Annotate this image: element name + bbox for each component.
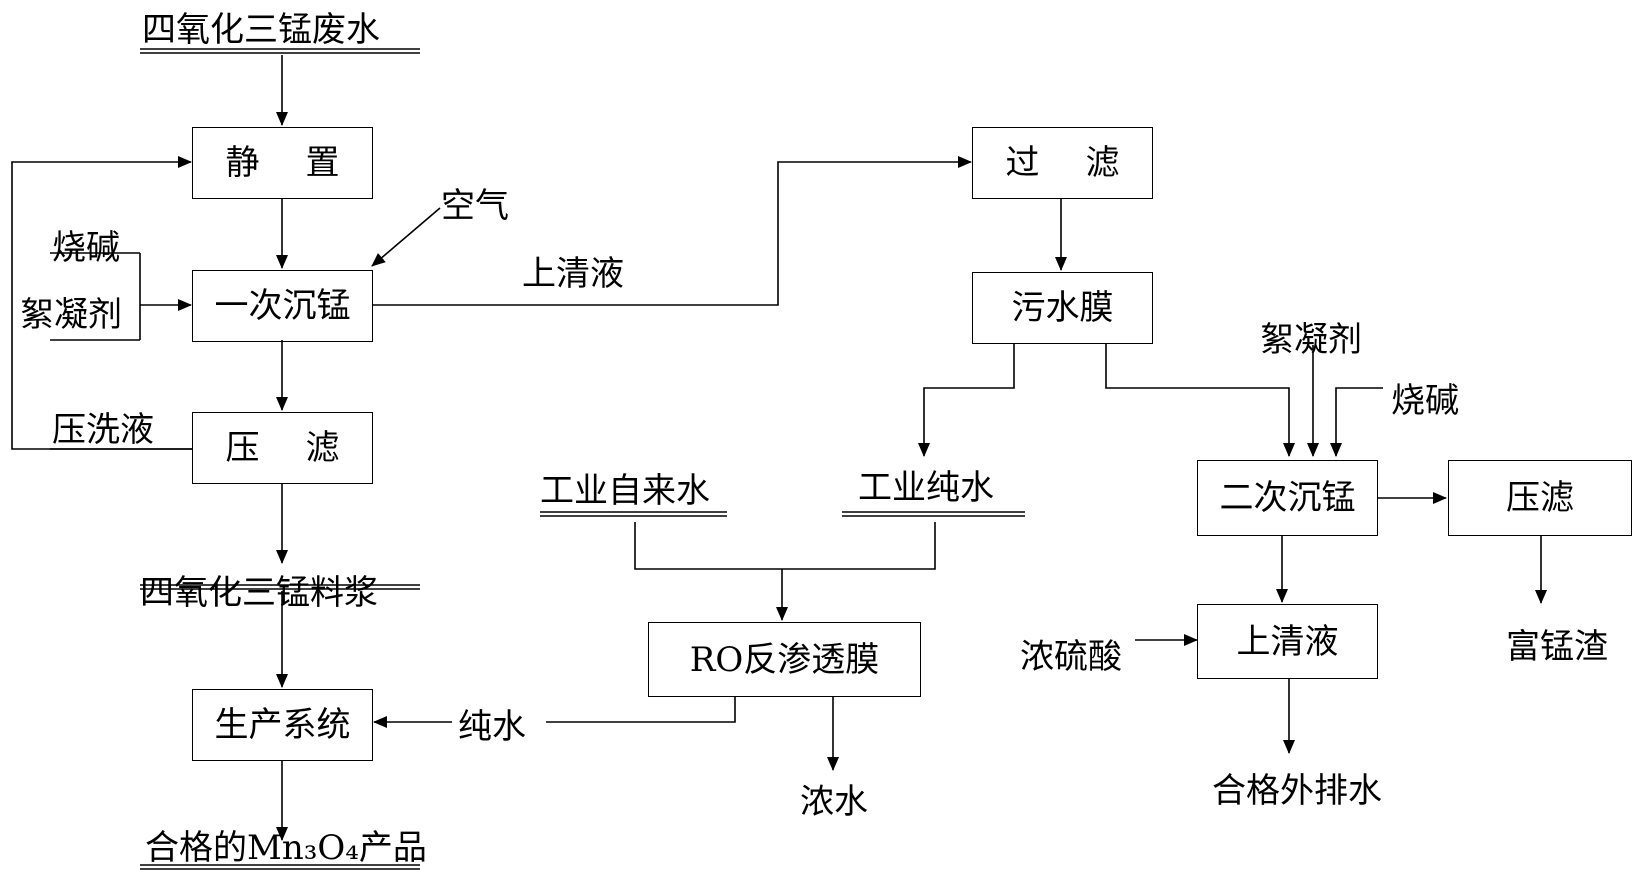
sewage-membrane-box: 污水膜 (972, 272, 1153, 344)
ro-membrane-box: RO反渗透膜 (648, 622, 921, 697)
production-system-box: 生产系统 (192, 689, 373, 761)
secondary-precip-box: 二次沉锰 (1197, 460, 1378, 536)
conc-sulfuric-acid-label: 浓硫酸 (1020, 637, 1122, 677)
primary-precip-box: 一次沉锰 (192, 270, 373, 342)
production-system-label: 生产系统 (214, 705, 351, 745)
flocculant-label: 絮凝剂 (20, 295, 122, 335)
caustic-soda-2-label: 烧碱 (1391, 381, 1459, 421)
filtration-box: 过滤 (972, 127, 1153, 199)
filtration-label-1: 过 (1005, 143, 1040, 183)
press-filter-2-label: 压滤 (1506, 478, 1574, 518)
press-filter-1-box: 压滤 (192, 412, 373, 484)
product-label: 合格的Mn₃O₄产品 (145, 828, 427, 868)
primary-precip-label: 一次沉锰 (214, 286, 351, 326)
sewage-membrane-label: 污水膜 (1011, 288, 1114, 328)
press-filter-1-label-1: 压 (225, 428, 260, 468)
mn-rich-residue-label: 富锰渣 (1506, 627, 1608, 667)
air-label: 空气 (441, 186, 509, 226)
industrial-pure-water-label: 工业纯水 (858, 468, 994, 508)
ro-membrane-label: RO反渗透膜 (689, 639, 880, 680)
caustic-soda-label: 烧碱 (52, 228, 120, 268)
concentrate-label: 浓水 (800, 782, 868, 822)
secondary-precip-label: 二次沉锰 (1219, 478, 1356, 518)
filtration-label-2: 滤 (1085, 143, 1120, 183)
qualified-discharge-label: 合格外排水 (1212, 771, 1382, 811)
standing-box: 静置 (192, 127, 373, 199)
industrial-tap-water-label: 工业自来水 (540, 471, 710, 511)
press-filter-1-label-2: 滤 (305, 428, 340, 468)
slurry-label: 四氧化三锰料浆 (140, 573, 378, 613)
pure-water-label: 纯水 (458, 707, 526, 747)
flocculant-2-label: 絮凝剂 (1260, 320, 1362, 360)
supernatant-2-label: 上清液 (1236, 621, 1339, 662)
wastewater-label: 四氧化三锰废水 (142, 10, 380, 50)
supernatant-2-box: 上清液 (1197, 604, 1378, 679)
press-wash-label: 压洗液 (52, 410, 154, 450)
standing-label-1: 静 (225, 143, 260, 183)
supernatant-label: 上清液 (522, 254, 624, 294)
press-filter-2-box: 压滤 (1448, 460, 1632, 536)
standing-label-2: 置 (305, 143, 340, 183)
